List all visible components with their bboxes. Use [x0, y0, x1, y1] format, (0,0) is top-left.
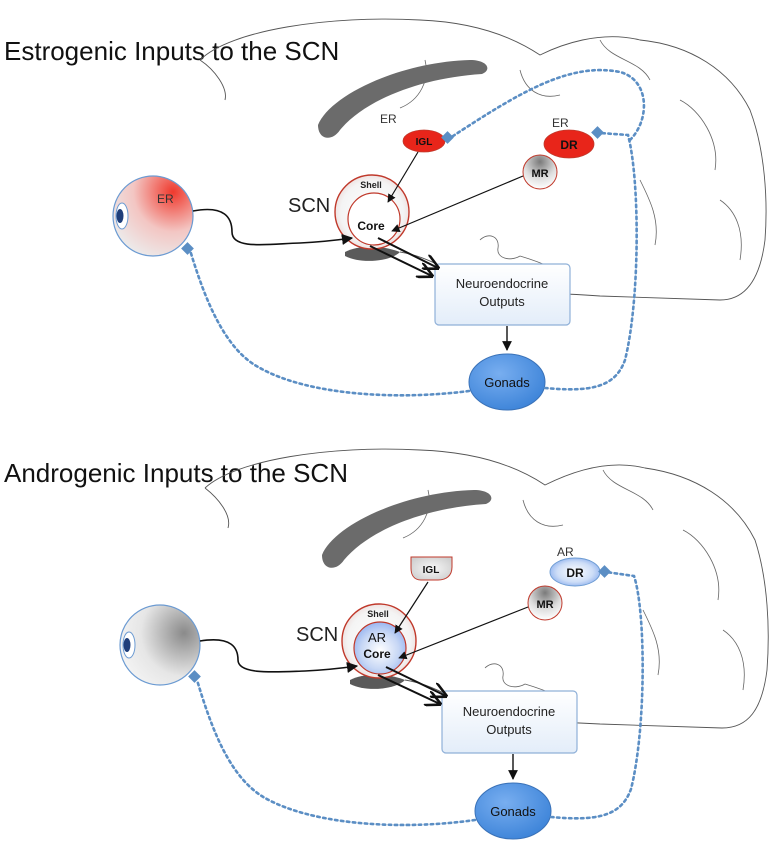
outputs-line1: Neuroendocrine [463, 704, 556, 719]
dr-androgenic: AR DR [549, 545, 601, 587]
mr-estrogenic: MR [522, 154, 558, 190]
dr-label: DR [560, 138, 578, 152]
gonads-label: Gonads [484, 375, 530, 390]
eye-estrogenic: ER [112, 175, 194, 257]
eye-androgenic [119, 604, 201, 686]
gonads-label: Gonads [490, 804, 536, 819]
shell-label: Shell [367, 609, 389, 619]
igl-to-core-arrow [394, 581, 429, 634]
mr-label: MR [536, 599, 553, 611]
outputs-line1: Neuroendocrine [456, 276, 549, 291]
gonads-androgenic: Gonads [474, 782, 552, 840]
scn-to-outputs-arrows [369, 237, 438, 276]
scn-androgenic: SCN Shell AR Core [296, 603, 417, 679]
hormone-feedback-lines [188, 68, 646, 397]
mr-label: MR [531, 168, 548, 180]
igl-to-core-arrow [387, 151, 419, 203]
corpus-callosum [318, 60, 488, 138]
dr-label: DR [566, 566, 584, 580]
brain-outline [199, 18, 767, 301]
outputs-box-androgenic: Neuroendocrine Outputs [441, 690, 578, 754]
hormone-feedback-lines [195, 570, 644, 827]
outputs-line2: Outputs [486, 722, 532, 737]
panel-title-androgenic: Androgenic Inputs to the SCN [4, 458, 348, 488]
scn-label: SCN [288, 195, 330, 217]
brain-outline [204, 448, 769, 729]
mr-to-core-arrow [398, 606, 529, 660]
dr-receptor-label: ER [552, 116, 569, 130]
outputs-box-estrogenic: Neuroendocrine Outputs [434, 263, 571, 326]
panel-title-estrogenic: Estrogenic Inputs to the SCN [4, 36, 340, 66]
igl-receptor-label: ER [380, 112, 397, 126]
shell-label: Shell [360, 180, 382, 190]
gonads-estrogenic: Gonads [468, 353, 546, 411]
dr-receptor-label: AR [557, 545, 574, 559]
dr-estrogenic: ER DR [543, 116, 595, 159]
igl-label: IGL [423, 565, 440, 576]
igl-label: IGL [416, 137, 433, 148]
igl-estrogenic: ER IGL [380, 112, 446, 153]
core-label: Core [363, 647, 391, 661]
retinal-input-arrow [192, 208, 354, 246]
core-receptor-label: AR [368, 630, 386, 645]
outputs-line2: Outputs [479, 294, 525, 309]
scn-label: SCN [296, 624, 338, 646]
igl-androgenic: IGL [410, 556, 453, 581]
core-label: Core [357, 219, 385, 233]
scn-to-outputs-arrows [377, 666, 446, 704]
panel-androgenic: SCN Shell AR Core IGL AR DR MR Neuroend [119, 448, 769, 840]
corpus-callosum [322, 490, 492, 568]
retinal-input-arrow [199, 639, 359, 673]
mr-to-core-arrow [391, 175, 524, 232]
eye-receptor-label: ER [157, 192, 174, 206]
panel-estrogenic: ER SCN Shell Core ER IGL ER DR MR [112, 18, 767, 411]
mr-androgenic: MR [527, 585, 563, 621]
